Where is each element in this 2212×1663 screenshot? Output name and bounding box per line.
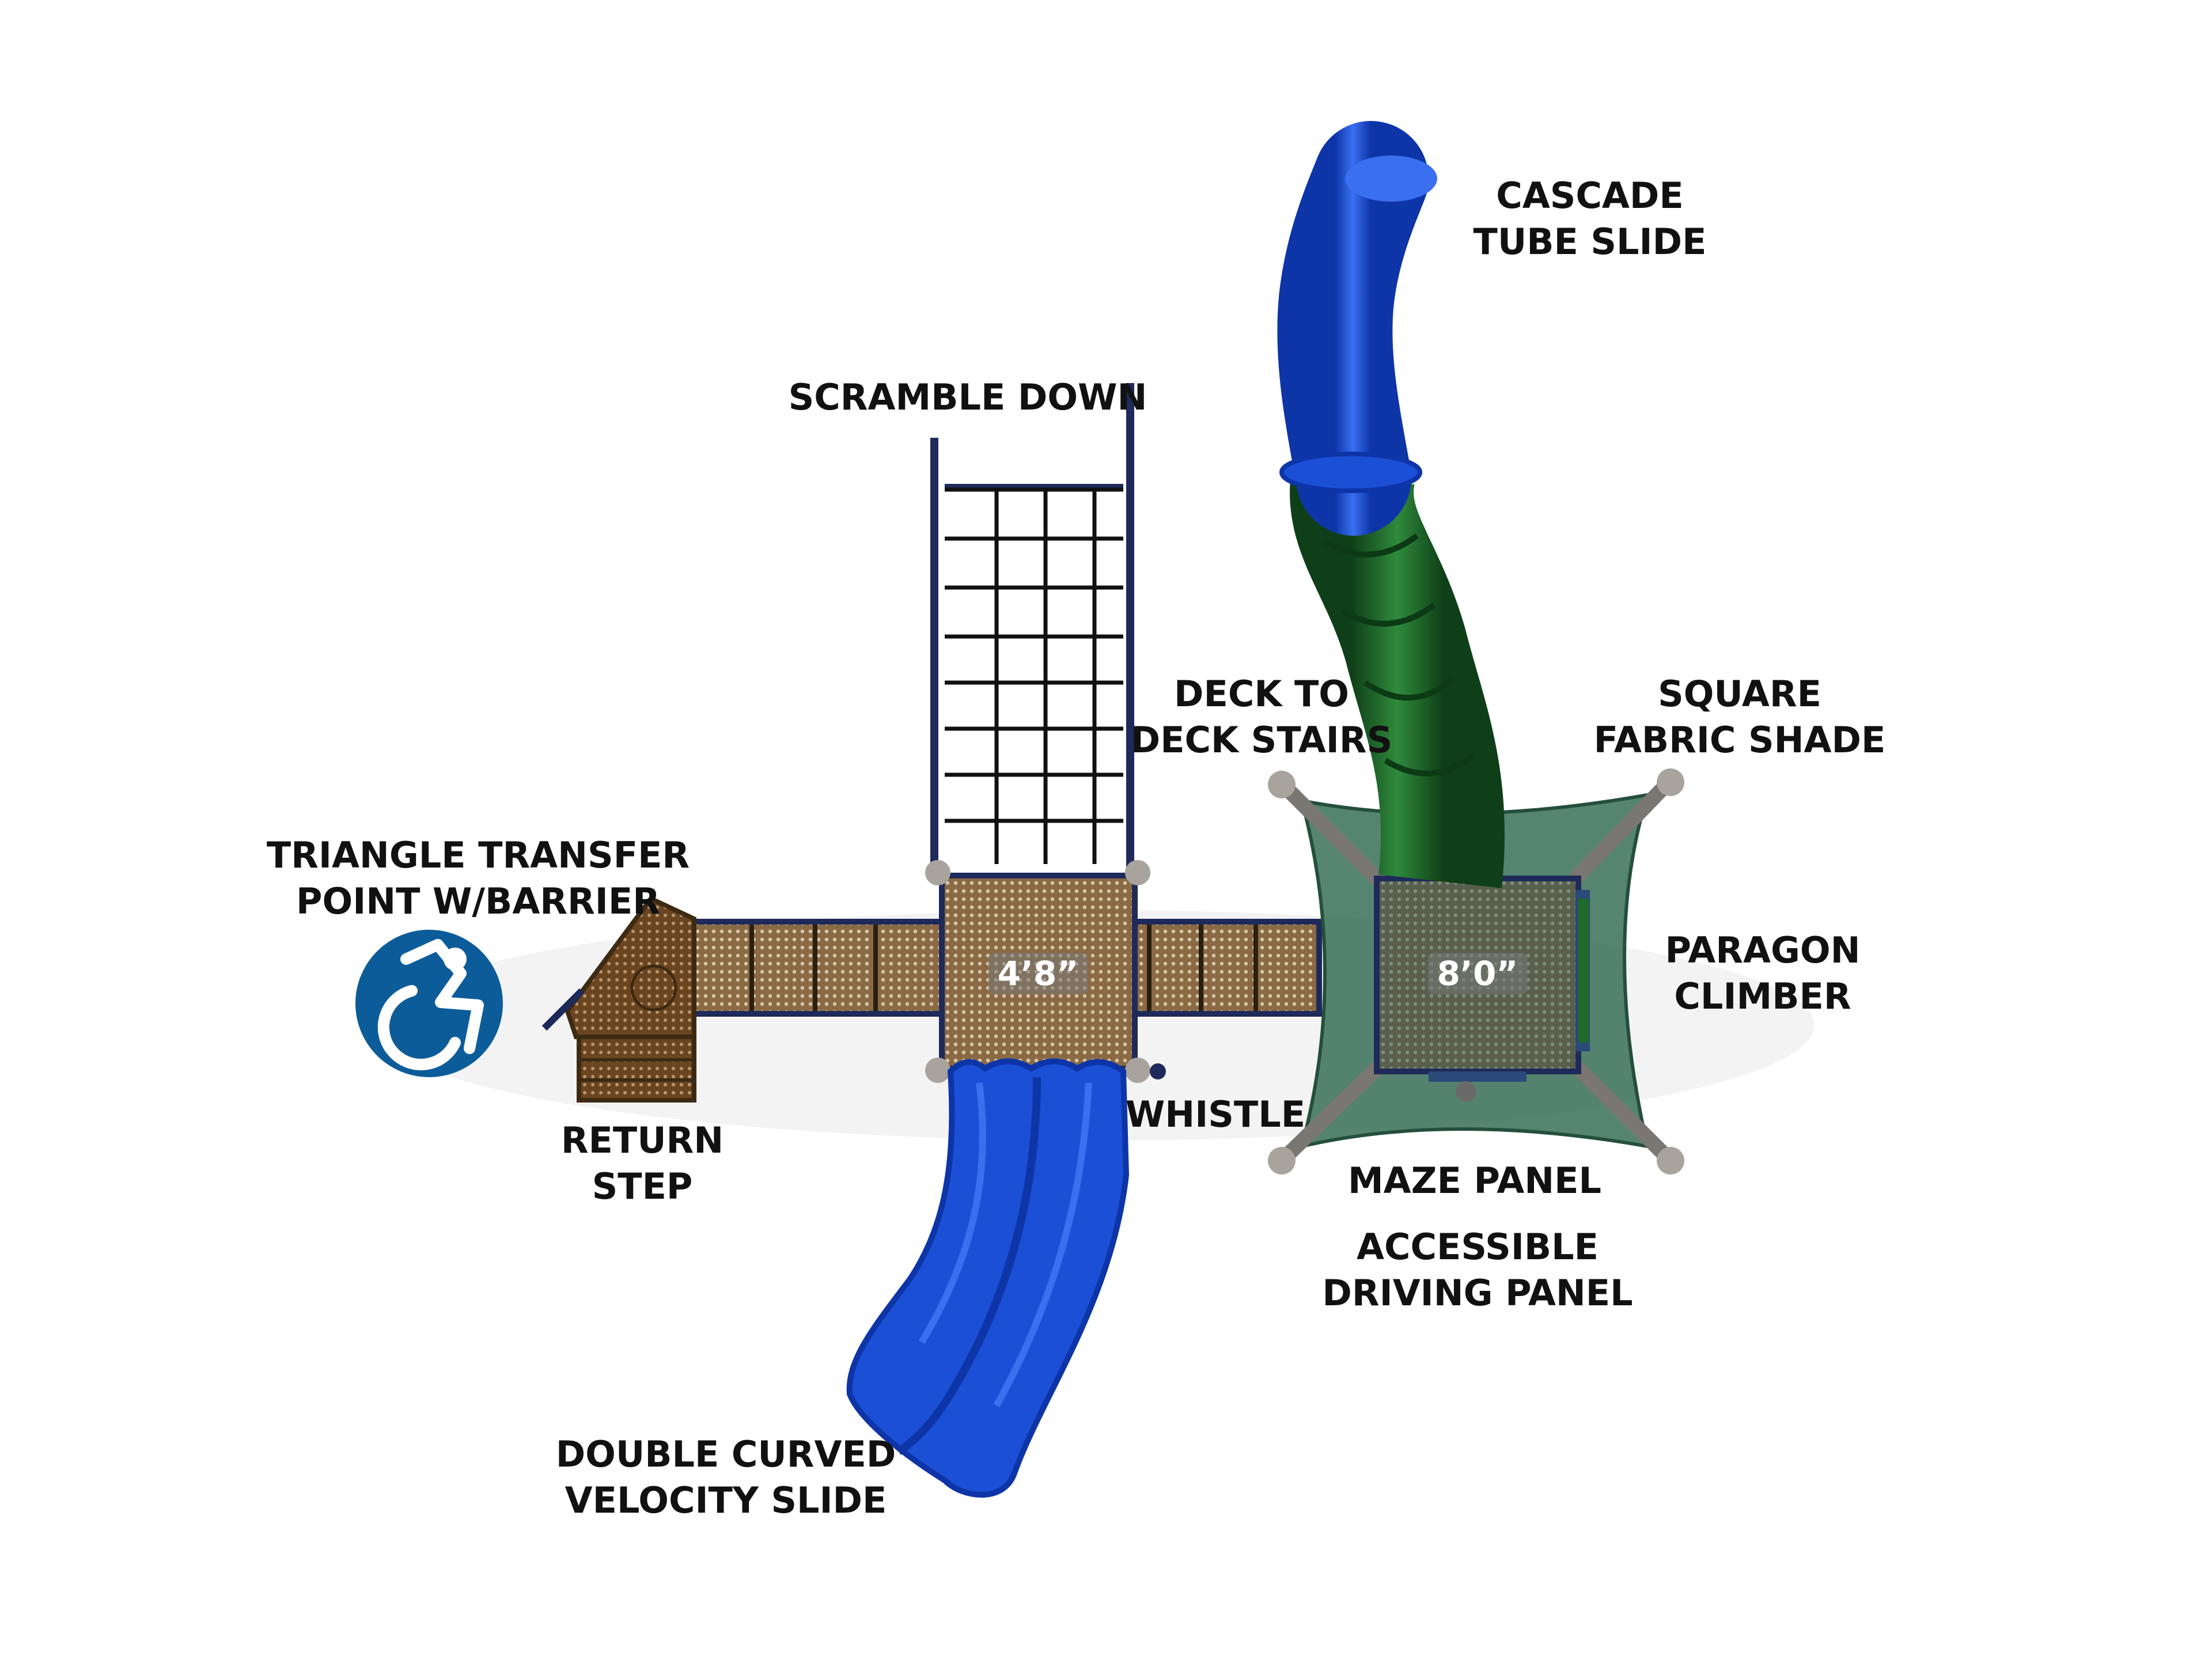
cascade-tube-slide [1277,121,1505,888]
label-scramble-down: SCRAMBLE DOWN [788,376,1147,418]
wheelchair-icon [355,930,503,1077]
label-whistle: WHISTLE [1125,1093,1306,1135]
left-deck-height: 4’8” [988,953,1088,994]
return-step [577,1035,696,1103]
paragon-climber [1578,899,1589,1043]
double-curved-velocity-slide [846,1058,1130,1498]
right-deck-height: 8’0” [1427,953,1528,994]
whistle [1150,1063,1166,1079]
scramble-down-net [930,383,1134,876]
triangle-transfer-point [541,895,696,1039]
driving-panel-wheel [1456,1081,1476,1102]
label-maze-panel: MAZE PANEL [1347,1160,1602,1202]
maze-panel [1429,1071,1527,1082]
